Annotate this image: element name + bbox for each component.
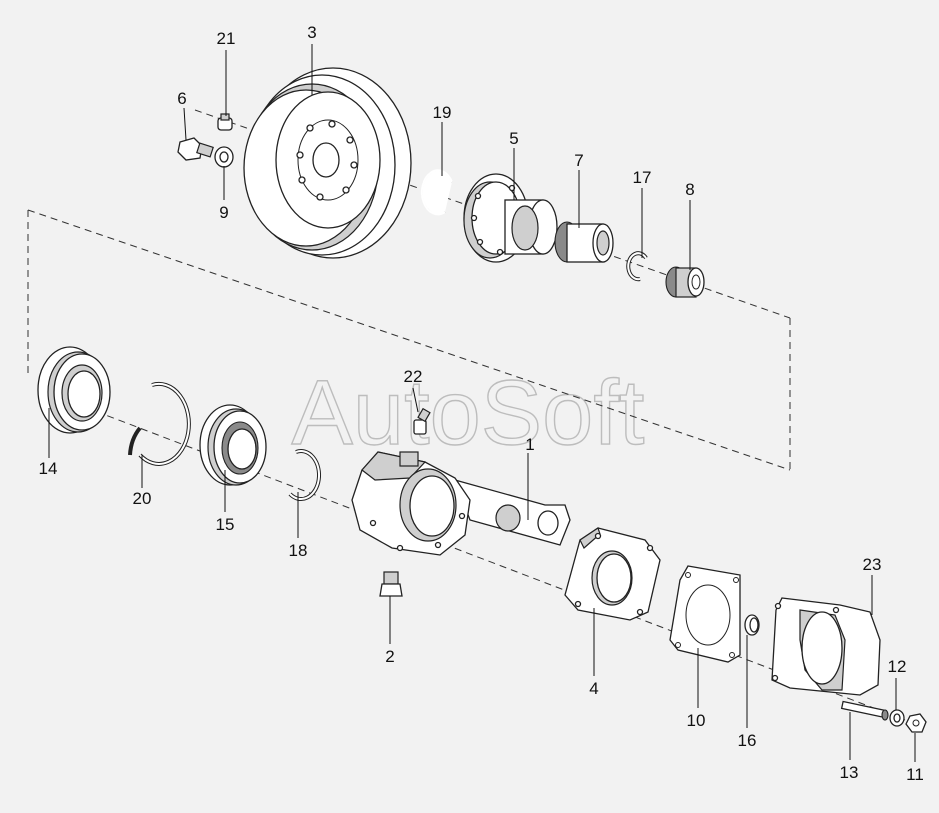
- callout-13: 13: [840, 763, 859, 782]
- part-22-grease-fitting: [413, 407, 431, 435]
- part-5-hub-flange: [463, 173, 558, 263]
- part-10-gasket: [669, 565, 741, 663]
- callout-2: 2: [385, 647, 394, 666]
- watermark: AutoSoft: [292, 362, 645, 464]
- part-9-washer: [214, 146, 234, 168]
- callout-18: 18: [289, 541, 308, 560]
- part-21-grease-nipple: [217, 113, 233, 131]
- callout-16: 16: [738, 731, 757, 750]
- callout-22: 22: [404, 367, 423, 386]
- part-2-plug: [379, 571, 403, 597]
- part-23-gearbox-housing: [771, 597, 881, 696]
- part-4-flange-plate: [564, 527, 661, 621]
- part-11-nut: [905, 713, 927, 733]
- callout-3: 3: [307, 23, 316, 42]
- callout-8: 8: [685, 180, 694, 199]
- callout-19: 19: [433, 103, 452, 122]
- part-20-snap-ring: [128, 381, 191, 466]
- callout-9: 9: [219, 203, 228, 222]
- leader-lines: [48, 44, 916, 762]
- part-1-arm-housing: [351, 451, 571, 556]
- part-19-snap-ring: [420, 169, 453, 216]
- part-3-pulley: [243, 67, 412, 259]
- callout-10: 10: [687, 711, 706, 730]
- callout-7: 7: [574, 151, 583, 170]
- callout-14: 14: [39, 459, 58, 478]
- callout-17: 17: [633, 168, 652, 187]
- callout-1: 1: [525, 435, 534, 454]
- callout-20: 20: [133, 489, 152, 508]
- part-8-spline-gear: [665, 266, 705, 298]
- part-15-bearing: [199, 404, 267, 486]
- callout-4: 4: [589, 679, 598, 698]
- callout-11: 11: [906, 765, 924, 784]
- callout-23: 23: [863, 555, 882, 574]
- callout-6: 6: [177, 89, 186, 108]
- part-12-washer: [889, 709, 905, 727]
- callout-5: 5: [509, 129, 518, 148]
- callout-labels: 3 21 6 9 19 5 7 17 8 22 1 14 20 15 18 2 …: [39, 23, 924, 784]
- part-18-circlip: [288, 449, 322, 502]
- callout-12: 12: [888, 657, 907, 676]
- callout-15: 15: [216, 515, 235, 534]
- callout-21: 21: [217, 29, 236, 48]
- part-16-o-ring: [744, 614, 760, 636]
- part-6-bolt: [177, 137, 214, 161]
- part-14-oil-seal: [37, 346, 111, 434]
- part-7-splined-sleeve: [554, 221, 614, 263]
- part-13-stud: [840, 700, 889, 721]
